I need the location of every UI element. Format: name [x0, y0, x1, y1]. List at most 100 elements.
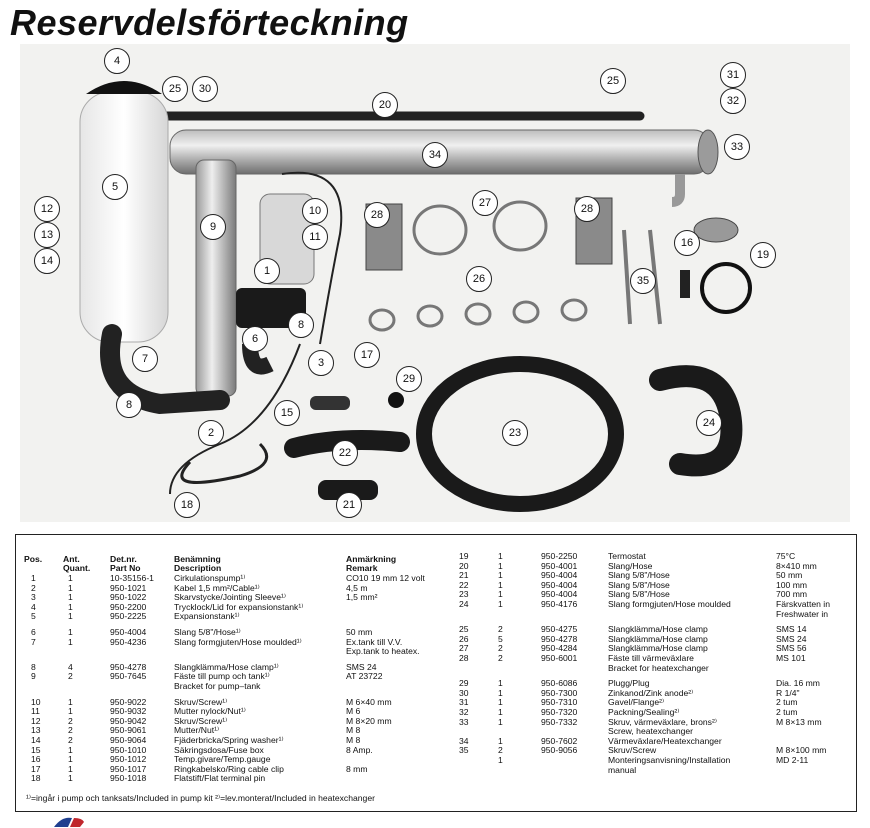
cell-remark: AT 23722 — [346, 671, 383, 682]
cell-pos: 25 — [459, 624, 469, 635]
cell-pos: 28 — [459, 653, 469, 663]
cell-pos: 26 — [459, 633, 469, 644]
cell-part-no: 950-6086 — [541, 678, 578, 689]
cell-part-no: 950-9064 — [110, 735, 147, 745]
cell-part-no: 950-1018 — [110, 773, 147, 784]
callout: 22 — [332, 440, 358, 466]
cell-remark: 700 mm — [776, 589, 808, 600]
cell-pos: 32 — [459, 707, 469, 717]
cell-pos: 21 — [459, 570, 469, 581]
cell-remark: CO10 19 mm 12 volt — [346, 573, 425, 583]
cell-remark: 50 mm — [346, 627, 373, 637]
cell-description: Slang/Hose — [608, 560, 653, 571]
callout: 30 — [192, 76, 218, 102]
callout: 15 — [274, 400, 300, 426]
cell-description: Skruv/Screw — [608, 745, 657, 756]
cell-description: Slang 5/8"/Hose — [608, 579, 670, 590]
col-header-anmarkning: Anmärkning — [346, 554, 397, 564]
cell-part-no: 950-4004 — [110, 627, 147, 637]
col-header-description: Description — [174, 563, 222, 573]
callout: 29 — [396, 366, 422, 392]
cell-part-no: 950-4001 — [541, 560, 578, 571]
cell-pos: 10 — [31, 696, 41, 707]
cell-qty: 2 — [68, 735, 73, 745]
cell-part-no: 950-6001 — [541, 653, 578, 663]
cell-remark: Freshwater in — [776, 608, 829, 619]
callout: 33 — [724, 134, 750, 160]
cell-description: Fjäderbricka/Spring washer¹⁾ — [174, 735, 284, 745]
callout: 1 — [254, 258, 280, 284]
callout: 27 — [472, 190, 498, 216]
cell-description: Slangklämma/Hose clamp — [608, 624, 708, 635]
cell-description: manual — [608, 764, 637, 775]
cell-description: Slang 5/8"/Hose¹⁾ — [174, 627, 241, 637]
cell-remark: 1,5 mm² — [346, 592, 378, 603]
cell-part-no: 950-7320 — [541, 707, 578, 717]
cell-description: Slang formgjuten/Hose moulded — [608, 599, 731, 609]
footnote: ¹⁾=ingår i pump och tanksats/Included in… — [26, 793, 375, 803]
cell-pos: 12 — [31, 715, 41, 726]
callout: 25 — [162, 76, 188, 102]
cell-remark: SMS 14 — [776, 624, 807, 635]
cell-pos: 31 — [459, 697, 469, 708]
callout: 14 — [34, 248, 60, 274]
cell-remark: M 8×100 mm — [776, 745, 827, 756]
callout: 35 — [630, 268, 656, 294]
callout: 24 — [696, 410, 722, 436]
cell-qty: 1 — [68, 573, 73, 583]
cell-remark: M 8 — [346, 725, 361, 736]
cell-qty: 1 — [68, 582, 73, 593]
col-header-remark: Remark — [346, 563, 378, 573]
cell-part-no: 950-4004 — [541, 589, 578, 600]
callout: 34 — [422, 142, 448, 168]
cell-description: Fäste till värmeväxlare — [608, 653, 694, 663]
cell-part-no: 950-2200 — [110, 601, 147, 612]
cell-description: Bracket for heatexchanger — [608, 662, 709, 673]
cell-part-no: 950-7602 — [541, 735, 578, 746]
cell-qty: 1 — [498, 560, 503, 571]
callout: 5 — [102, 174, 128, 200]
cell-part-no: 950-4275 — [541, 624, 578, 635]
callout: 4 — [104, 48, 130, 74]
cell-description: Termostat — [608, 551, 646, 561]
cell-qty: 1 — [498, 570, 503, 581]
cell-qty: 1 — [68, 611, 73, 622]
cell-part-no: 950-4278 — [110, 661, 147, 672]
cell-remark: SMS 24 — [776, 633, 807, 644]
cell-pos: 27 — [459, 643, 469, 654]
callout: 6 — [242, 326, 268, 352]
cell-part-no: 950-1017 — [110, 763, 147, 774]
page-title: Reservdelsförteckning — [10, 2, 409, 43]
col-header-quant: Quant. — [63, 563, 91, 573]
cell-pos: 20 — [459, 560, 469, 571]
cell-pos: 1 — [31, 573, 36, 583]
callout: 28 — [364, 202, 390, 228]
cell-pos: 24 — [459, 599, 469, 609]
cell-description: Monteringsanvisning/Installation — [608, 755, 731, 765]
cell-remark: 50 mm — [776, 570, 803, 581]
callout: 20 — [372, 92, 398, 118]
cell-pos: 18 — [31, 773, 41, 784]
cell-description: Slang 5/8"/Hose — [608, 589, 670, 600]
cell-part-no: 950-9022 — [110, 696, 147, 707]
cell-part-no: 950-1022 — [110, 592, 147, 603]
cell-description: Gavel/Flange²⁾ — [608, 697, 665, 708]
callout: 8 — [116, 392, 142, 418]
cell-qty: 1 — [68, 706, 73, 717]
cell-qty: 1 — [498, 707, 503, 717]
cell-pos: 30 — [459, 687, 469, 698]
callout: 31 — [720, 62, 746, 88]
cell-pos: 19 — [459, 551, 469, 561]
cell-remark: Dia. 16 mm — [776, 678, 820, 689]
cell-remark: Ex.tank till V.V. — [346, 636, 403, 647]
cell-description: Mutter nylock/Nut¹⁾ — [174, 706, 246, 717]
cell-pos: 35 — [459, 745, 469, 756]
cell-part-no: 950-9061 — [110, 725, 147, 736]
callout: 32 — [720, 88, 746, 114]
cell-description: Bracket for pump–tank — [174, 681, 261, 691]
cell-pos: 34 — [459, 735, 469, 746]
cell-description: Skruv/Screw¹⁾ — [174, 696, 228, 707]
callout: 12 — [34, 196, 60, 222]
cell-pos: 22 — [459, 579, 469, 590]
callout: 18 — [174, 492, 200, 518]
